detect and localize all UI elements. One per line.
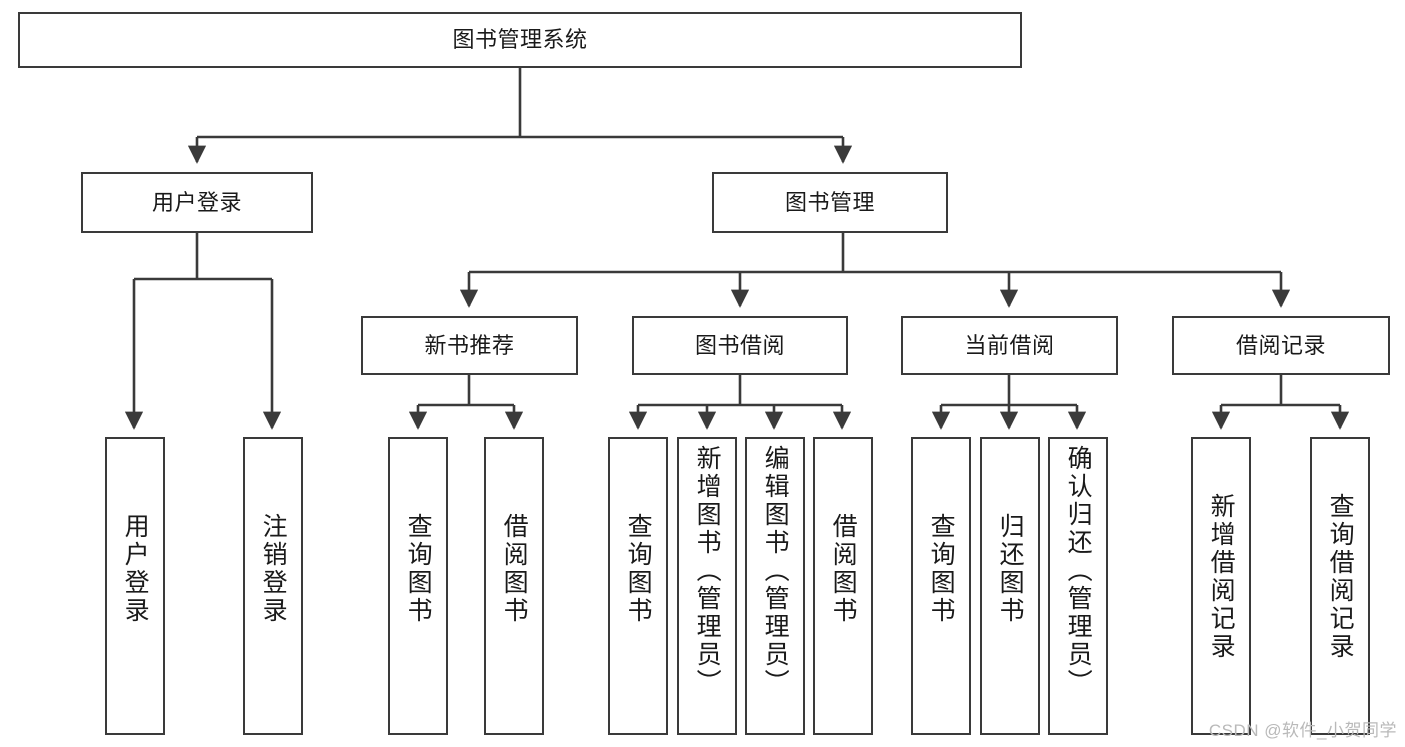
node-label: 图书管理系统	[452, 27, 588, 53]
leaf-borrow-query-book[interactable]: 查询图书	[608, 437, 668, 735]
node-label: 用户登录	[151, 189, 242, 215]
leaf-newbook-query-book[interactable]: 查询图书	[388, 437, 448, 735]
node-label: 用户登录	[121, 513, 150, 625]
leaf-newbook-borrow-book[interactable]: 借阅图书	[484, 437, 544, 735]
leaf-current-confirm-return-admin[interactable]: 确认归还（管理员）	[1048, 437, 1108, 735]
node-label: 当前借阅	[964, 332, 1055, 358]
node-new-book-recommend[interactable]: 新书推荐	[361, 316, 578, 375]
leaf-record-query-record[interactable]: 查询借阅记录	[1310, 437, 1370, 735]
leaf-borrow-borrow-book[interactable]: 借阅图书	[813, 437, 873, 735]
node-label: 图书管理	[784, 189, 875, 215]
node-current-borrow[interactable]: 当前借阅	[901, 316, 1118, 375]
node-label: 新增图书（管理员）	[693, 445, 722, 697]
node-book-borrow[interactable]: 图书借阅	[632, 316, 848, 375]
leaf-current-return-book[interactable]: 归还图书	[980, 437, 1040, 735]
node-label: 查询借阅记录	[1326, 493, 1355, 661]
node-label: 新书推荐	[424, 332, 515, 358]
leaf-user-login-signin[interactable]: 用户登录	[105, 437, 165, 735]
node-label: 借阅记录	[1235, 332, 1326, 358]
leaf-current-query-book[interactable]: 查询图书	[911, 437, 971, 735]
node-label: 注销登录	[259, 513, 288, 625]
node-label: 编辑图书（管理员）	[761, 445, 790, 697]
node-book-management[interactable]: 图书管理	[712, 172, 948, 233]
node-label: 借阅图书	[500, 513, 529, 625]
node-label: 查询图书	[927, 513, 956, 625]
node-label: 图书借阅	[694, 332, 785, 358]
node-label: 借阅图书	[829, 513, 858, 625]
node-root-system[interactable]: 图书管理系统	[18, 12, 1022, 68]
leaf-user-login-signout[interactable]: 注销登录	[243, 437, 303, 735]
leaf-borrow-edit-book-admin[interactable]: 编辑图书（管理员）	[745, 437, 805, 735]
leaf-record-add-record[interactable]: 新增借阅记录	[1191, 437, 1251, 735]
node-label: 查询图书	[404, 513, 433, 625]
node-user-login[interactable]: 用户登录	[81, 172, 313, 233]
leaf-borrow-add-book-admin[interactable]: 新增图书（管理员）	[677, 437, 737, 735]
node-label: 新增借阅记录	[1207, 493, 1236, 661]
node-label: 查询图书	[624, 513, 653, 625]
csdn-watermark: CSDN @软件_小贺同学	[1208, 721, 1397, 740]
node-label: 归还图书	[996, 513, 1025, 625]
node-label: 确认归还（管理员）	[1064, 445, 1093, 697]
node-borrow-record[interactable]: 借阅记录	[1172, 316, 1390, 375]
